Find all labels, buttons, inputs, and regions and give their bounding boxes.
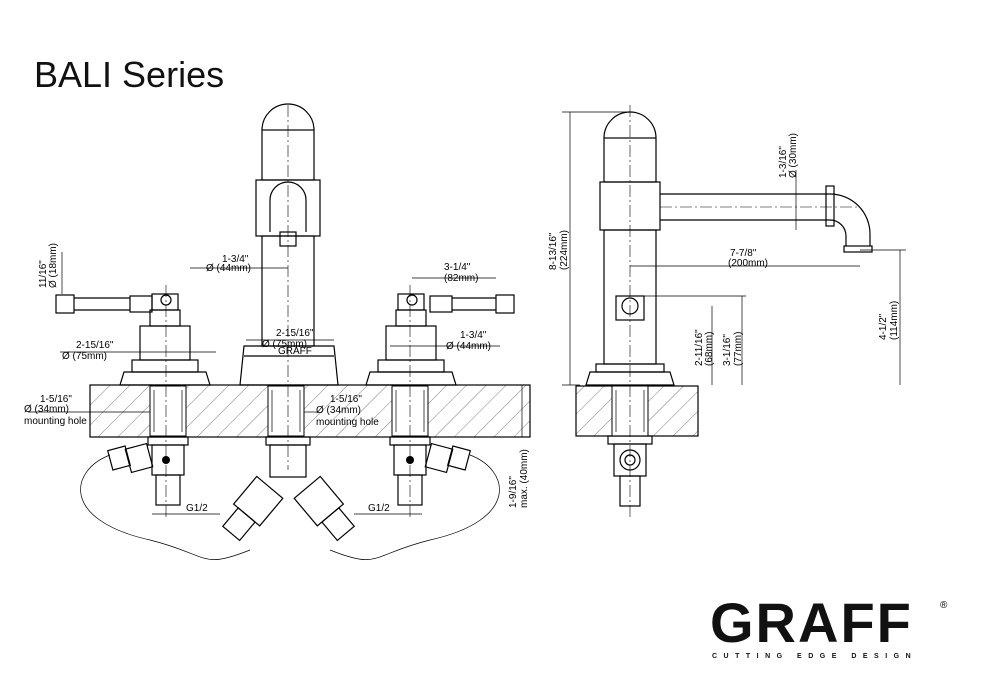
dim-handle-height-in: 11/16" (38, 260, 49, 288)
dim-reach-mm: (200mm) (728, 258, 768, 269)
dim-handle-b-mm: (77mm) (733, 332, 744, 366)
hose-right (329, 454, 500, 560)
dim-mount-left-in: 1-5/16" (40, 394, 72, 405)
dim-mount-center-mm: Ø (34mm) (316, 405, 361, 416)
dim-handle-a-in: 2-11/16" (694, 329, 705, 366)
front-view: GRAFF (24, 103, 531, 560)
spout-brand-label: GRAFF (278, 346, 312, 357)
dim-base-center-in: 2-15/16" (276, 328, 314, 339)
dim-total-height-mm: (224mm) (559, 230, 570, 270)
dim-handle-b-in: 3-1/16" (722, 334, 733, 366)
dim-spout-height-in: 4-1/2" (878, 313, 889, 340)
dim-spout-dia-in: 1-3/4" (222, 254, 249, 265)
logo-tagline: CUTTING EDGE DESIGN (712, 653, 917, 660)
dim-reach-in: 7-7/8" (730, 248, 757, 259)
dim-deck-mm: max. (40mm) (519, 449, 530, 508)
dim-handle-reach-mm: (82mm) (444, 273, 478, 284)
dim-deck-in: 1-9/16" (508, 476, 519, 508)
left-handle (55, 293, 211, 506)
dim-mount-left-label: mounting hole (24, 416, 87, 427)
dim-mount-center-label: mounting hole (316, 417, 379, 428)
dim-handle-a-mm: (68mm) (704, 332, 715, 366)
dim-spout-height-mm: (114mm) (889, 301, 900, 340)
dim-handle-reach-in: 3-1/4" (444, 262, 471, 273)
dim-side-spout-in: 1-3/16" (778, 146, 789, 178)
page-title: BALI Series (34, 54, 225, 95)
center-spout: GRAFF (221, 103, 356, 542)
hose-left (80, 454, 251, 560)
front-dimension-labels: 11/16" Ø (18mm) 1-3/4" Ø (44mm) 3-1/4" (… (24, 243, 530, 514)
dim-side-spout-mm: Ø (30mm) (788, 133, 799, 178)
dim-base-right-mm: Ø (44mm) (446, 341, 491, 352)
dim-total-height-in: 8-13/16" (548, 232, 559, 270)
dim-thread-right: G1/2 (368, 503, 390, 514)
logo-name: GRAFF (710, 591, 913, 654)
dim-base-center-mm: Ø (75mm) (262, 339, 307, 350)
side-view: 1-3/16" Ø (30mm) 8-13/16" (224mm) 7-7/8"… (548, 105, 906, 520)
dim-spout-dia-mm: Ø (44mm) (206, 263, 251, 274)
graff-logo: GRAFF ® CUTTING EDGE DESIGN (710, 591, 948, 660)
dim-base-right-in: 1-3/4" (460, 330, 487, 341)
dim-thread-left: G1/2 (186, 503, 208, 514)
dim-base-left-in: 2-15/16" (76, 340, 114, 351)
dim-mount-center-in: 1-5/16" (330, 394, 362, 405)
side-dimension-labels: 1-3/16" Ø (30mm) 8-13/16" (224mm) 7-7/8"… (548, 133, 900, 366)
dim-base-left-mm: Ø (75mm) (62, 351, 107, 362)
logo-registered: ® (940, 600, 948, 611)
dim-handle-height-mm: Ø (18mm) (48, 243, 59, 288)
dim-mount-left-mm: Ø (34mm) (24, 404, 69, 415)
